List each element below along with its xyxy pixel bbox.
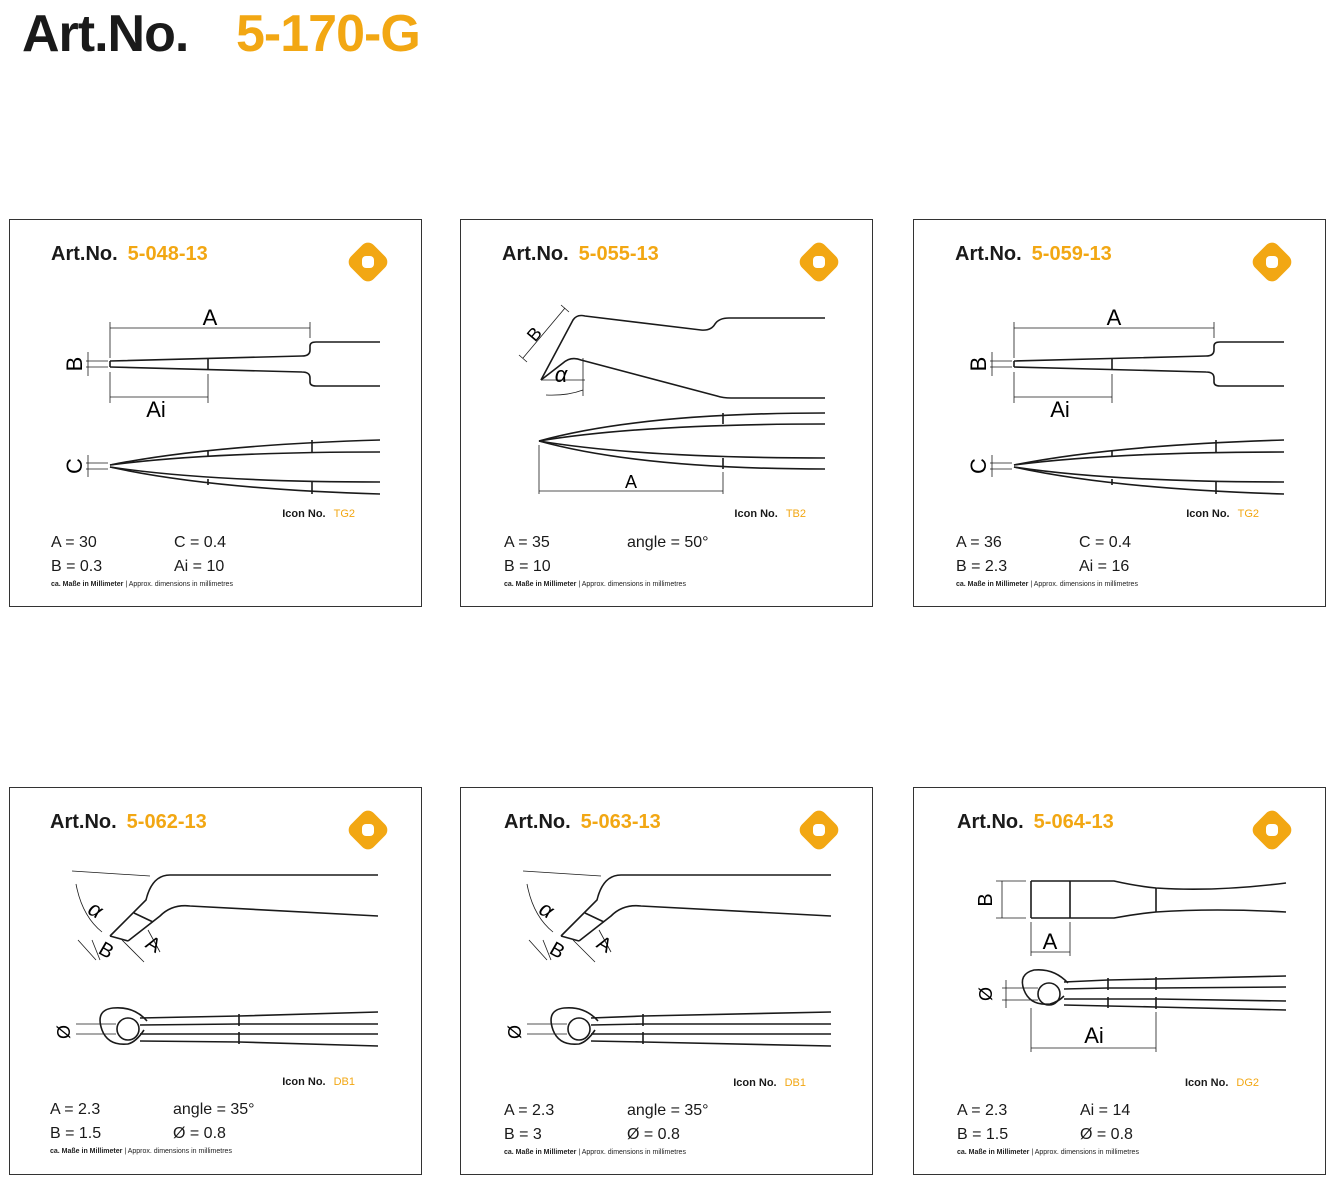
card-article: Art.No.5-059-13 [955,243,1112,265]
dim-label-ai: Ai [1050,397,1070,422]
icon-number: Icon No.DB1 [282,1076,355,1088]
card-article: Art.No.5-062-13 [50,811,207,833]
dim-label-b: B [95,938,118,964]
spec-value: Ø = 0.8 [1080,1126,1133,1143]
card-article-number: 5-062-13 [126,811,207,833]
dimensions-note: ca. Maße in Millimeter | Approx. dimensi… [504,581,686,588]
card-article-number: 5-063-13 [580,811,661,833]
spec-value: angle = 35° [627,1102,709,1119]
spec-value: A = 2.3 [50,1101,101,1118]
dim-label-c: C [966,458,991,474]
card-article: Art.No.5-063-13 [504,811,661,833]
spec-value: A = 2.3 [957,1102,1008,1119]
tweezer-tip-drawing: A Ai B C [62,305,381,495]
dimensions-note: ca. Maße in Millimeter | Approx. dimensi… [50,1148,232,1155]
dim-label-dia: Ø [505,1025,525,1039]
icon-code: DG2 [1236,1077,1259,1089]
spec-value: Ai = 10 [174,558,225,575]
dimensions-note: ca. Maße in Millimeter | Approx. dimensi… [956,581,1138,588]
dim-label-b: B [975,893,997,906]
page-title-label: Art.No. [22,5,189,63]
dim-label-a: A [203,305,218,330]
product-card-5-064-13: Art.No.5-064-13 B A Ø Ai Icon No.DG2 A =… [913,787,1326,1175]
spec-value: C = 0.4 [174,534,227,551]
spec-value: angle = 35° [173,1101,255,1118]
icon-code: DB1 [784,1077,806,1089]
product-card-5-048-13: Art.No.5-048-13 A Ai B C Icon No.TG2 A =… [9,219,422,607]
dimensions-note: ca. Maße in Millimeter | Approx. dimensi… [504,1149,686,1156]
dim-label-ai: Ai [146,397,166,422]
dim-label-b: B [546,938,569,964]
spec-value: C = 0.4 [1079,534,1132,551]
spec-value: B = 0.3 [51,558,103,575]
tweezer-tip-drawing: A Ai B C [966,305,1285,495]
card-article-number: 5-064-13 [1033,811,1114,833]
tweezer-tip-drawing: B A Ø Ai [975,880,1287,1052]
dimensions-note: ca. Maße in Millimeter | Approx. dimensi… [957,1149,1139,1156]
icon-number: Icon No.DG2 [1184,1077,1259,1089]
dim-label-alpha: α [84,896,109,925]
icon-number: Icon No.TB2 [734,508,806,520]
product-card-5-063-13: Art.No.5-063-13 α B A Ø Icon No.DB1 A = … [460,787,873,1175]
icon-number: Icon No.DB1 [733,1077,806,1089]
page-title: Art.No. 5-170-G [22,4,421,64]
spec-value: A = 2.3 [504,1102,555,1119]
dim-label-b: B [523,323,546,345]
tweezer-tip-drawing: α B A Ø [54,870,379,1047]
dim-label-a: A [593,932,616,958]
card-article: Art.No.5-064-13 [957,811,1114,833]
product-card-5-059-13: Art.No.5-059-13 A Ai B C Icon No.TG2 A =… [913,219,1326,607]
dim-label-a: A [1107,305,1122,330]
spec-value: A = 36 [956,534,1002,551]
dim-label-ai: Ai [1084,1023,1104,1048]
spec-value: Ø = 0.8 [627,1126,680,1143]
icon-number: Icon No.TG2 [282,508,355,520]
spec-value: B = 1.5 [957,1126,1009,1143]
orange-diamond-icon [348,242,388,282]
card-article: Art.No.5-048-13 [51,243,208,265]
dim-label-alpha: α [535,896,560,925]
dim-label-a: A [625,472,637,492]
spec-value: B = 2.3 [956,558,1008,575]
card-article: Art.No.5-055-13 [502,243,659,265]
icon-number: Icon No.TG2 [1186,508,1259,520]
spec-value: B = 3 [504,1126,542,1143]
card-article-number: 5-048-13 [127,243,208,265]
dim-label-a: A [1043,929,1058,954]
icon-code: DB1 [333,1076,355,1088]
dim-label-c: C [62,458,87,474]
spec-value: A = 30 [51,534,97,551]
spec-value: Ai = 16 [1079,558,1130,575]
dim-label-dia: Ø [54,1025,74,1039]
dimensions-note: ca. Maße in Millimeter | Approx. dimensi… [51,581,233,588]
orange-diamond-icon [1252,242,1292,282]
tweezer-tip-drawing: α B A Ø [505,870,832,1047]
dim-label-a: A [142,932,165,958]
tweezer-tip-drawing: B α A [518,304,826,494]
dim-label-dia: Ø [976,987,996,1001]
spec-value: Ø = 0.8 [173,1125,226,1142]
orange-diamond-icon [799,242,839,282]
orange-diamond-icon [1252,810,1292,850]
spec-value: B = 10 [504,558,551,575]
dim-label-b: B [966,357,991,372]
spec-value: Ai = 14 [1080,1102,1131,1119]
spec-value: B = 1.5 [50,1125,102,1142]
dim-label-alpha: α [555,362,569,387]
product-card-5-062-13: Art.No.5-062-13 α B A Ø Icon No.DB1 A = … [9,787,422,1175]
product-card-5-055-13: Art.No.5-055-13 B α A Icon No.TB2 A = 35… [460,219,873,607]
icon-code: TB2 [785,508,806,520]
dim-label-b: B [62,357,87,372]
spec-value: angle = 50° [627,534,709,551]
page-article-number: 5-170-G [236,5,421,63]
orange-diamond-icon [348,810,388,850]
icon-code: TG2 [1237,508,1259,520]
card-article-number: 5-055-13 [578,243,659,265]
icon-code: TG2 [333,508,355,520]
orange-diamond-icon [799,810,839,850]
spec-value: A = 35 [504,534,550,551]
card-article-number: 5-059-13 [1031,243,1112,265]
